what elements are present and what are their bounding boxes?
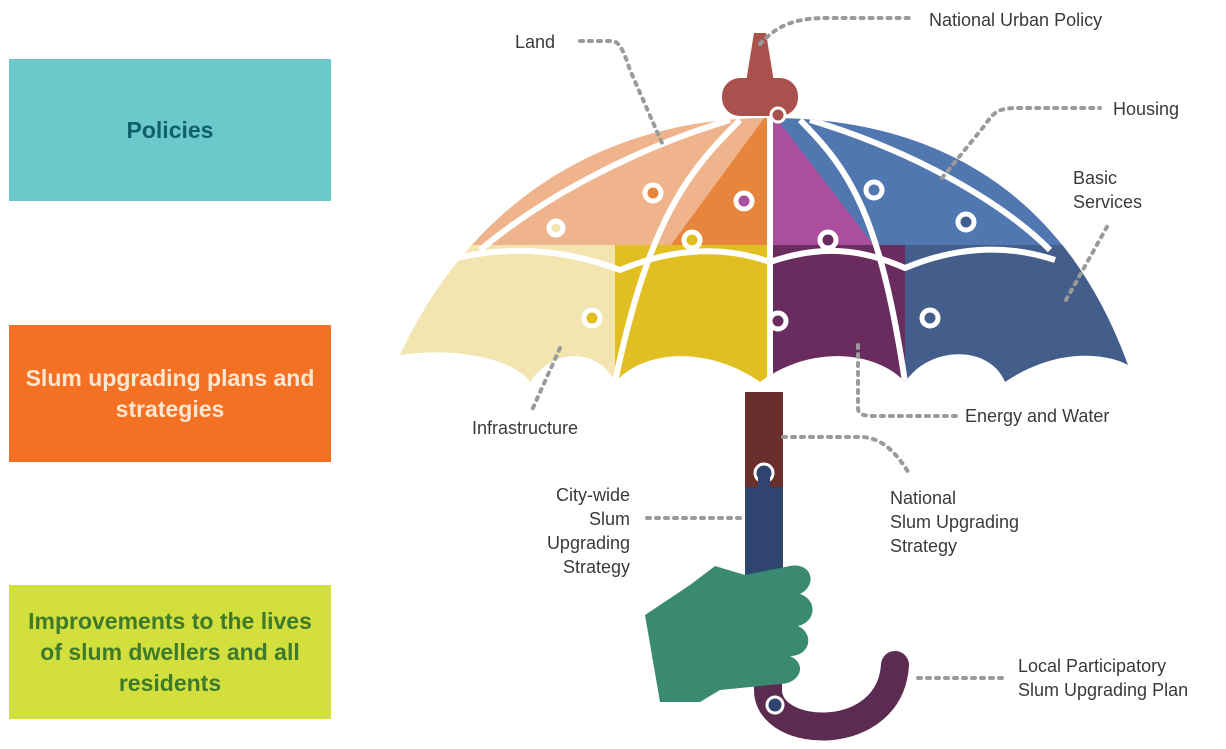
label-citywide-sus: City-wide Slum Upgrading Strategy: [546, 485, 630, 577]
knob: [955, 211, 977, 233]
leader-national-urban-policy: [758, 16, 912, 46]
knob: [863, 179, 885, 201]
knob: [546, 218, 566, 238]
label-energy-water: Energy and Water: [965, 406, 1110, 426]
improvements-label: Improvements to the lives of slum dwelle…: [28, 607, 312, 696]
knob: [681, 229, 703, 251]
knob: [642, 182, 664, 204]
policies-box-label: Policies: [126, 116, 214, 143]
panel-basic-services: [905, 245, 1128, 382]
hand: [645, 565, 813, 702]
label-infrastructure: Infrastructure: [472, 418, 579, 438]
slum-upgrading-plans-label: Slum upgrading plans and strategies: [25, 364, 315, 422]
handle-knob: [765, 695, 785, 715]
knob: [581, 307, 603, 329]
leader-national-sus: [781, 435, 912, 477]
panel-housing-inner: [770, 118, 885, 260]
slum-upgrading-plans-box: Slum upgrading plans and strategies: [9, 325, 331, 462]
knob: [733, 190, 755, 212]
label-national-urban-policy: National Urban Policy: [929, 10, 1103, 30]
knob: [919, 307, 941, 329]
leader-basic-services: [1064, 223, 1110, 302]
label-land: Land: [515, 32, 556, 52]
umbrella-canopy: [400, 118, 1128, 382]
umbrella-tip: [722, 33, 798, 124]
improvements-box: Improvements to the lives of slum dwelle…: [9, 585, 331, 719]
knob: [767, 310, 789, 332]
leader-energy-water: [856, 343, 960, 418]
umbrella-shaft: [745, 392, 783, 587]
leader-infrastructure: [530, 346, 562, 412]
knob: [817, 229, 839, 251]
policies-box: Policies: [9, 59, 331, 201]
leader-land: [578, 39, 664, 145]
label-local-plan: Local Participatory Slum Upgrading Plan: [1018, 656, 1189, 700]
label-basic-services: Basic Services: [1073, 168, 1143, 212]
leader-housing: [940, 106, 1102, 180]
panel-infrastructure-inner: [615, 245, 770, 382]
label-national-sus: National Slum Upgrading Strategy: [890, 488, 1020, 556]
panel-land-inner: [660, 118, 770, 260]
label-housing: Housing: [1113, 99, 1180, 119]
